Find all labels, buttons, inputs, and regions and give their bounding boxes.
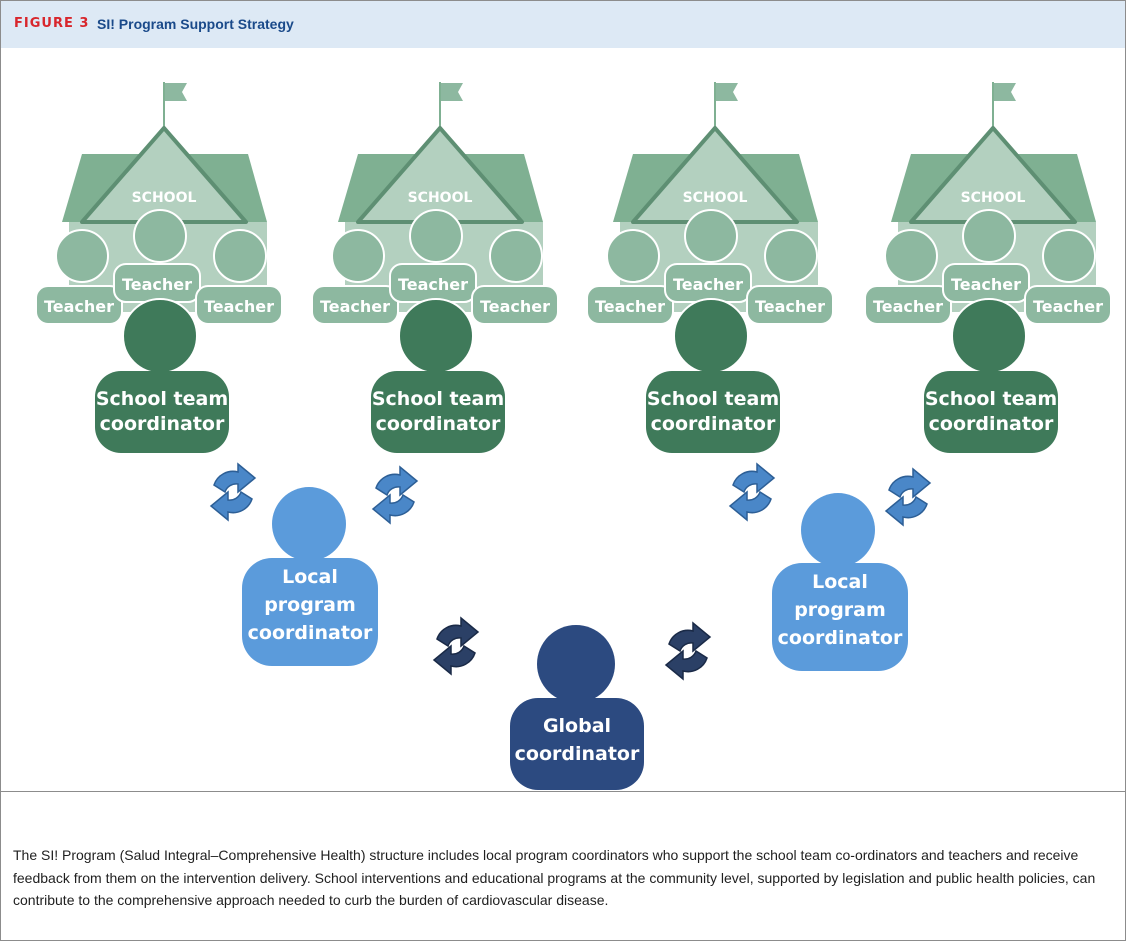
teacher-label: Teacher — [122, 275, 192, 294]
global-coordinator: Global coordinator — [510, 625, 644, 790]
teacher-label: Teacher — [44, 297, 114, 316]
teacher-label: Teacher — [755, 297, 825, 316]
local-coordinator-head — [272, 487, 346, 561]
teacher-head — [55, 229, 109, 283]
teacher-label: Teacher — [398, 275, 468, 294]
school-team-label: coordinator — [929, 413, 1054, 435]
teacher-head — [409, 209, 463, 263]
school-team-label: School team — [372, 388, 504, 410]
teacher-label: Teacher — [204, 297, 274, 316]
teacher-body — [35, 285, 123, 325]
school-team-head — [951, 298, 1027, 374]
teacher-body — [586, 285, 674, 325]
figure-caption: The SI! Program (Salud Integral–Comprehe… — [13, 847, 1096, 908]
teacher-head — [489, 229, 543, 283]
teacher-head — [764, 229, 818, 283]
school-group: SCHOOL Teacher Teacher Teacher School te… — [864, 82, 1112, 453]
school-team-head — [398, 298, 474, 374]
teacher-body — [1024, 285, 1112, 325]
global-coordinator-head — [537, 625, 615, 703]
figure-header: FIGURE 3 SI! Program Support Strategy — [1, 1, 1125, 48]
teacher-body — [311, 285, 399, 325]
school-team-head — [673, 298, 749, 374]
local-coordinator-label: Local — [812, 571, 868, 593]
local-coordinator-head — [801, 493, 875, 567]
teacher-head — [1042, 229, 1096, 283]
flag-icon — [163, 82, 187, 128]
local-coordinator: Local program coordinator — [242, 487, 378, 666]
teacher-head — [684, 209, 738, 263]
school-group: SCHOOL Teacher Teacher Teacher School te… — [311, 82, 559, 453]
local-coordinator-body — [772, 563, 908, 671]
local-coordinator-label: coordinator — [778, 627, 903, 649]
cycle-arrows-icon — [885, 468, 931, 526]
local-coordinator: Local program coordinator — [772, 493, 908, 671]
school-team-body — [371, 371, 505, 453]
flag-icon — [439, 82, 463, 128]
teacher-body — [471, 285, 559, 325]
caption-divider — [0, 791, 1126, 792]
local-coordinator-label: coordinator — [248, 622, 373, 644]
teacher-head — [606, 229, 660, 283]
global-coordinator-label: Global — [543, 715, 611, 737]
school-sign: SCHOOL — [683, 190, 748, 206]
local-coordinator-label: program — [794, 599, 886, 621]
cycle-arrows-icon — [729, 463, 775, 521]
cycle-arrows-icon — [372, 466, 418, 524]
local-coordinator-body — [242, 558, 378, 666]
school-team-body — [646, 371, 780, 453]
global-coordinator-body — [510, 698, 644, 790]
school-team-label: coordinator — [100, 413, 225, 435]
school-sign: SCHOOL — [408, 190, 473, 206]
teacher-label: Teacher — [951, 275, 1021, 294]
school-sign: SCHOOL — [961, 190, 1026, 206]
school-team-label: coordinator — [651, 413, 776, 435]
teacher-head — [962, 209, 1016, 263]
figure-title: SI! Program Support Strategy — [97, 16, 294, 32]
teacher-head — [213, 229, 267, 283]
school-team-label: coordinator — [376, 413, 501, 435]
school-team-label: School team — [647, 388, 779, 410]
teacher-label: Teacher — [1033, 297, 1103, 316]
flag-icon — [992, 82, 1016, 128]
figure-label: FIGURE 3 — [14, 16, 90, 31]
cycle-arrows-icon — [210, 463, 256, 521]
teacher-label: Teacher — [595, 297, 665, 316]
school-team-label: School team — [925, 388, 1057, 410]
teacher-head — [331, 229, 385, 283]
teacher-body — [746, 285, 834, 325]
global-coordinator-label: coordinator — [515, 743, 640, 765]
flag-icon — [714, 82, 738, 128]
teacher-body — [195, 285, 283, 325]
teacher-body — [864, 285, 952, 325]
teacher-label: Teacher — [873, 297, 943, 316]
teacher-label: Teacher — [480, 297, 550, 316]
local-coordinator-label: program — [264, 594, 356, 616]
support-strategy-diagram: SCHOOL Teacher Teacher Teacher School te… — [35, 82, 1112, 790]
school-team-body — [95, 371, 229, 453]
school-team-body — [924, 371, 1058, 453]
teacher-label: Teacher — [673, 275, 743, 294]
school-sign: SCHOOL — [132, 190, 197, 206]
cycle-arrows-icon — [665, 622, 711, 680]
teacher-label: Teacher — [320, 297, 390, 316]
school-team-label: School team — [96, 388, 228, 410]
teacher-head — [133, 209, 187, 263]
school-group: SCHOOL Teacher Teacher Teacher School te… — [35, 82, 283, 453]
teacher-head — [884, 229, 938, 283]
local-coordinator-label: Local — [282, 566, 338, 588]
school-team-head — [122, 298, 198, 374]
school-group: SCHOOL Teacher Teacher Teacher School te… — [586, 82, 834, 453]
cycle-arrows-icon — [433, 617, 479, 675]
